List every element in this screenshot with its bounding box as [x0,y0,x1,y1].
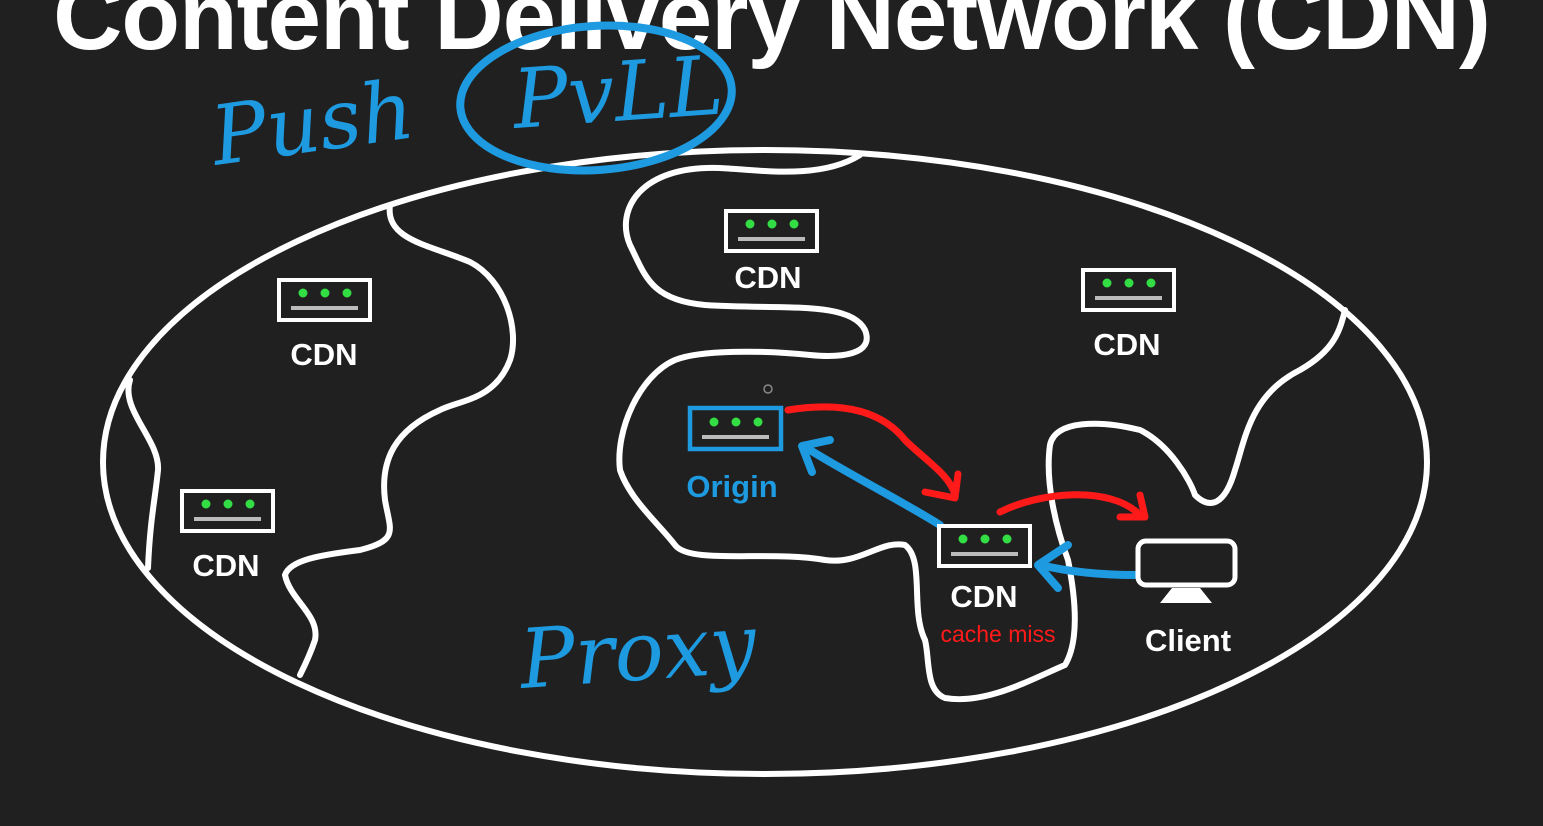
origin-label: Origin [686,469,777,504]
monitor-icon [1135,538,1238,603]
cursor-dot [763,384,773,394]
cdn-label: CDN [192,548,259,583]
server-cdn-4: CDN [180,489,275,583]
push-annotation: Push [204,62,420,185]
server-cdn-3: CDN [1081,268,1176,362]
cdn-label: CDN [1093,327,1160,362]
slide-title: Content Delivery Network (CDN) [53,0,1491,70]
pull-circle-annotation [456,21,736,175]
server-icon [277,278,372,322]
client-label: Client [1145,623,1231,658]
cdn-label: CDN [950,579,1017,614]
server-origin: Origin [686,405,784,504]
response-arrow-cdn-to-client [996,491,1144,519]
server-icon [180,489,275,533]
server-cdn-2: CDN [724,209,819,295]
server-icon [1081,268,1176,312]
request-arrow-cdn-to-origin [801,443,944,529]
continent-far-left-outline [125,377,162,571]
client-node: Client [1135,538,1238,658]
response-arrows [784,403,1149,521]
pull-annotation: PvLL [508,39,727,149]
continent-center-outline [616,152,1348,703]
continent-left-outline [282,202,516,678]
cdn-label: CDN [290,337,357,372]
server-cdn-1: CDN [277,278,372,372]
proxy-annotation: Proxy [515,597,761,709]
cdn-label: CDN [734,260,801,295]
request-arrow-cdn-to-origin-head [798,436,834,476]
server-icon [687,405,784,452]
cache-miss-note: cache miss [940,621,1055,647]
response-arrow-origin-to-cdn-head [921,470,962,502]
request-arrow-client-to-cdn-head [1034,541,1072,592]
server-icon [937,524,1032,568]
request-arrow-client-to-cdn [1036,561,1139,579]
response-arrow-origin-to-cdn [784,403,959,499]
response-arrow-cdn-to-client-head [1116,491,1149,521]
server-cdn-5: CDN cache miss [937,524,1056,647]
world-ellipse [100,147,1430,777]
request-arrows [798,436,1139,592]
server-icon [724,209,819,253]
